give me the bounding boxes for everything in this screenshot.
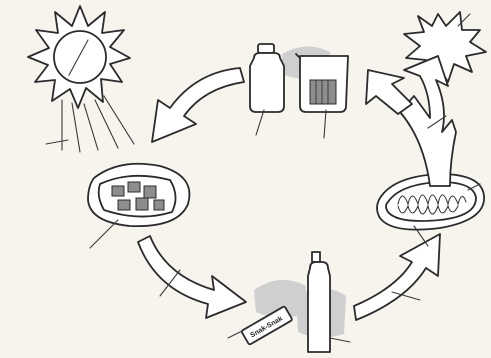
photosynthesis-respiration-cycle-diagram: Snak-Snak (0, 0, 491, 358)
